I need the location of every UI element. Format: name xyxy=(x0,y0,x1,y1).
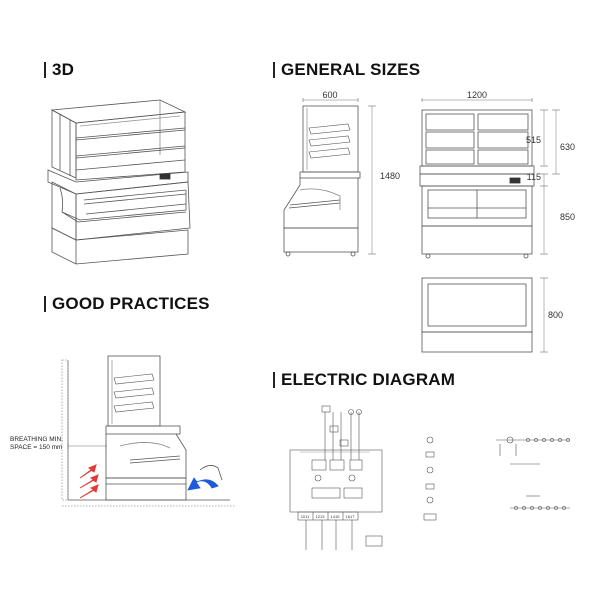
title-good-practices-label: GOOD PRACTICES xyxy=(52,294,210,313)
title-bar xyxy=(273,372,275,388)
showcase-3d-view xyxy=(47,99,191,265)
dim-upper-total: 630 xyxy=(560,142,575,152)
dim-middle-height: 115 xyxy=(527,172,541,182)
terminal-label: 1617 xyxy=(346,514,356,519)
title-electric-diagram-label: ELECTRIC DIAGRAM xyxy=(281,370,456,389)
terminal-labels: 1011 1213 1415 1617 xyxy=(301,514,356,519)
dim-front-width: 1200 xyxy=(467,90,487,100)
breathing-note-line2: SPACE = 150 mm xyxy=(10,444,63,451)
dim-side-width: 600 xyxy=(322,90,337,100)
front-view-drawing xyxy=(419,98,560,259)
title-3d-label: 3D xyxy=(52,60,75,79)
terminal-label: 1213 xyxy=(316,514,326,519)
section-title-3d: 3D xyxy=(44,60,74,80)
title-general-sizes-label: GENERAL SIZES xyxy=(281,60,421,79)
electric-diagram-schematic xyxy=(289,405,570,550)
section-title-good-practices: GOOD PRACTICES xyxy=(44,294,210,314)
airflow-arrows-red xyxy=(79,464,99,499)
terminal-label: 1415 xyxy=(331,514,341,519)
dim-side-height: 1480 xyxy=(380,171,400,181)
good-practices-drawing xyxy=(61,355,235,507)
breathing-note-line1: BREATHING MIN. xyxy=(10,436,63,443)
section-title-electric-diagram: ELECTRIC DIAGRAM xyxy=(273,370,455,390)
terminal-label: 1011 xyxy=(301,514,310,519)
top-view-drawing xyxy=(421,277,548,353)
dim-upper-height: 515 xyxy=(526,135,541,145)
dim-top-depth: 800 xyxy=(548,310,563,320)
title-bar xyxy=(273,62,275,78)
side-view-drawing xyxy=(283,98,376,257)
led-row-bottom xyxy=(514,506,566,510)
airflow-arrow-blue xyxy=(187,465,223,491)
breathing-space-note: BREATHING MIN. SPACE = 150 mm xyxy=(10,436,63,452)
title-bar xyxy=(44,62,46,78)
section-title-general-sizes: GENERAL SIZES xyxy=(273,60,420,80)
dimension-labels: 600 1480 1200 515 630 115 850 800 xyxy=(322,90,575,320)
dim-lower-height: 850 xyxy=(560,212,575,222)
title-bar xyxy=(44,296,46,312)
led-row-top xyxy=(526,438,570,442)
